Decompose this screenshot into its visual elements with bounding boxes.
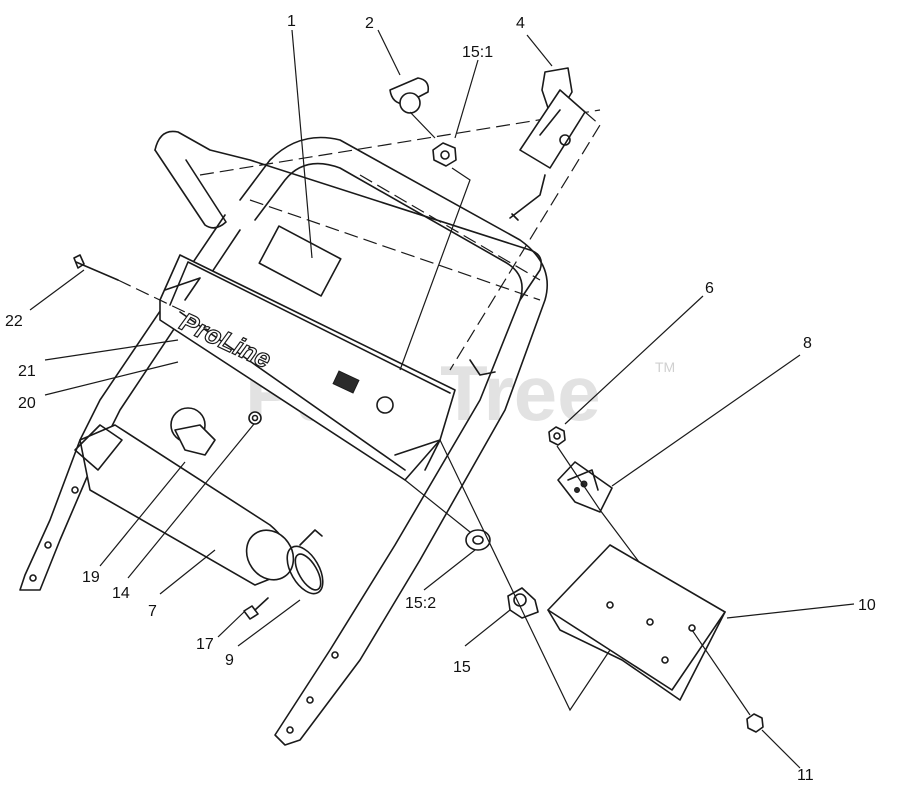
callout-leaders	[29, 29, 855, 769]
callout-7: 7	[148, 603, 157, 620]
callout-15-1: 15:1	[462, 44, 493, 61]
callout-1: 1	[287, 13, 296, 30]
callout-17: 17	[196, 636, 214, 653]
handle-upper-loop	[239, 136, 549, 746]
callout-4: 4	[516, 15, 525, 32]
callout-10: 10	[858, 597, 876, 614]
throttle-control	[449, 67, 601, 371]
callout-labels: 1 2 15:1 4 6 8 22 21 20 19 14 7 17 9 15:…	[5, 13, 876, 784]
choke-knob	[170, 407, 216, 456]
callout-22: 22	[5, 313, 23, 330]
callout-9: 9	[225, 652, 234, 669]
washer-15-2	[404, 479, 491, 551]
callout-15-2: 15:2	[405, 595, 436, 612]
handle-grip-bar	[154, 130, 543, 376]
callout-14: 14	[112, 585, 130, 602]
callout-11: 11	[797, 767, 814, 784]
ignition-key	[389, 77, 436, 139]
screw-17	[243, 597, 269, 620]
nut-14	[248, 411, 262, 425]
bolt-11	[691, 629, 764, 733]
callout-2: 2	[365, 15, 374, 32]
callout-19: 19	[82, 569, 100, 586]
hex-nut-15-1	[399, 142, 471, 371]
callout-8: 8	[803, 335, 812, 352]
mounting-bracket	[439, 439, 726, 712]
nut-6	[548, 426, 566, 446]
callout-15: 15	[453, 659, 471, 676]
callout-6: 6	[705, 280, 714, 297]
hose-clamp	[286, 529, 324, 595]
bolt-22	[73, 254, 186, 313]
callout-20: 20	[18, 395, 36, 412]
callout-21: 21	[18, 363, 36, 380]
watermark-trademark: TM	[655, 359, 675, 375]
